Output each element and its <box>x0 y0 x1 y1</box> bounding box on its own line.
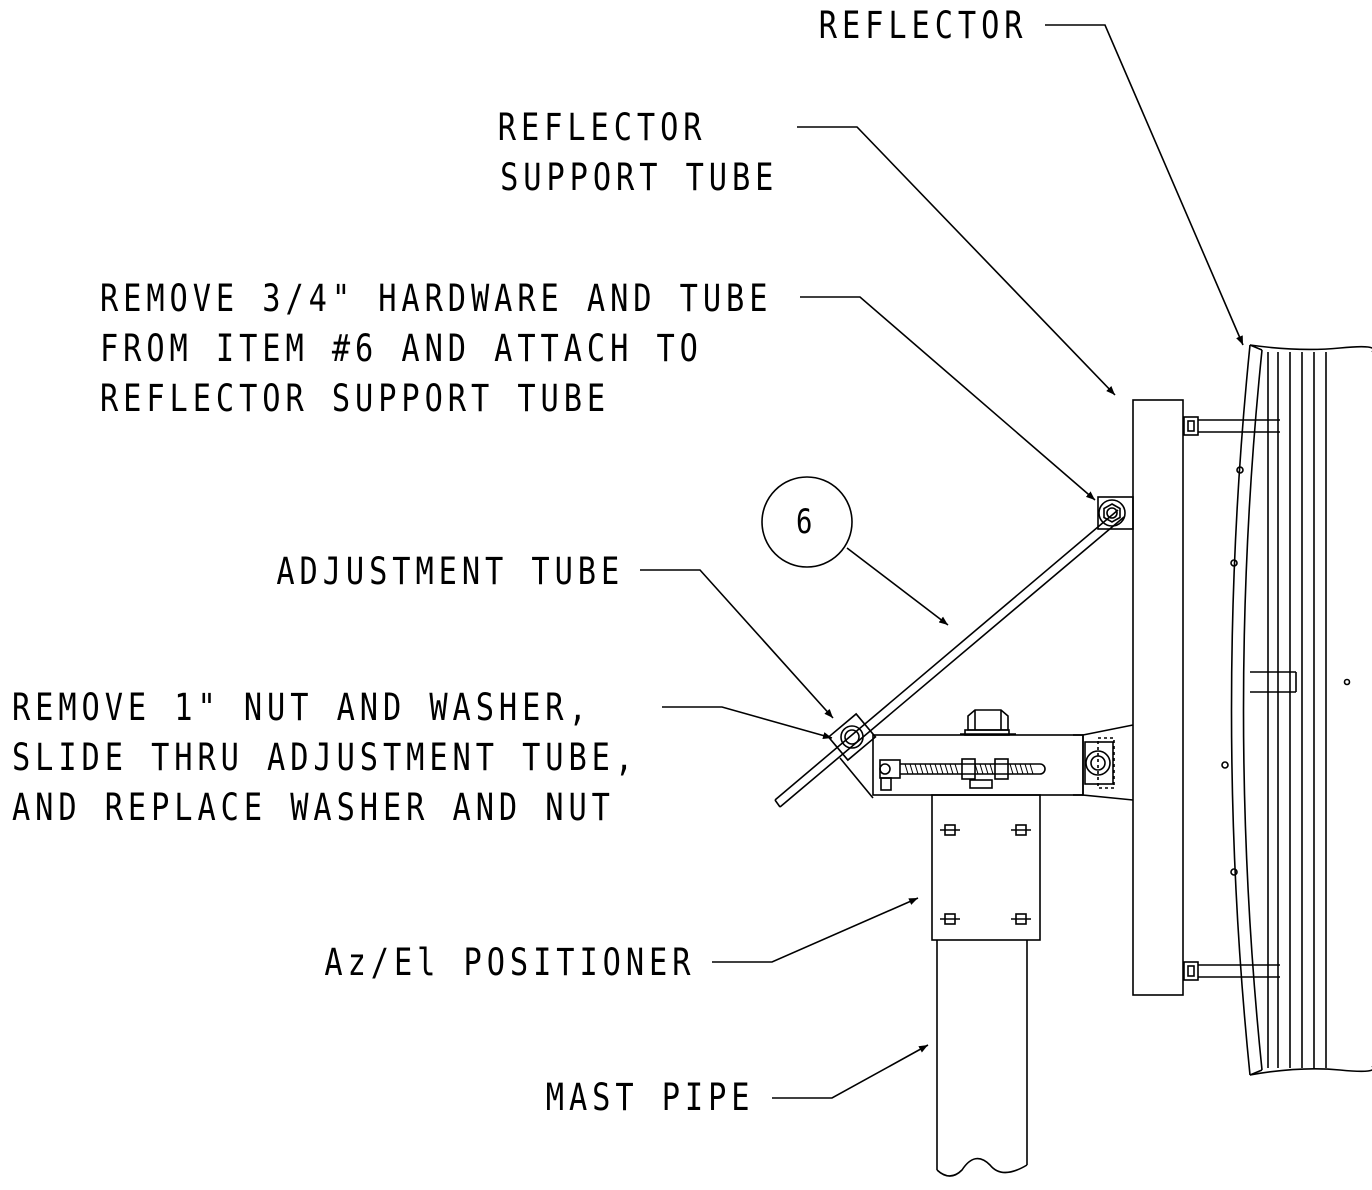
item-6-number: 6 <box>796 502 813 542</box>
label-remove-nut-1: REMOVE 1" NUT AND WASHER, <box>12 686 592 729</box>
mast-pipe <box>936 940 1028 1177</box>
reflector-dish <box>1221 344 1372 1076</box>
label-mast-pipe: MAST PIPE <box>545 1076 754 1119</box>
threaded-rod <box>879 758 1046 791</box>
label-adjustment-tube: ADJUSTMENT TUBE <box>276 550 624 593</box>
label-remove-nut-3: AND REPLACE WASHER AND NUT <box>12 786 615 829</box>
label-remove-hardware-2: FROM ITEM #6 AND ATTACH TO <box>100 327 703 370</box>
label-remove-nut-2: SLIDE THRU ADJUSTMENT TUBE, <box>12 736 639 779</box>
label-remove-hardware-1: REMOVE 3/4" HARDWARE AND TUBE <box>100 277 773 320</box>
label-reflector-support-tube-2: SUPPORT TUBE <box>499 156 778 199</box>
positioner-head <box>839 709 1084 799</box>
adjustment-tube <box>774 496 1134 808</box>
item-6-balloon <box>761 476 853 568</box>
label-positioner: Az/El POSITIONER <box>324 941 695 984</box>
label-reflector: REFLECTOR <box>818 4 1027 47</box>
label-remove-hardware-3: REFLECTOR SUPPORT TUBE <box>100 377 611 420</box>
support-bracket <box>1073 724 1134 801</box>
reflector-bolts <box>1183 416 1280 981</box>
positioner-body <box>931 794 1041 941</box>
leader-lines <box>640 24 1244 1099</box>
label-reflector-support-tube-1: REFLECTOR <box>497 106 706 149</box>
reflector-support-tube <box>1132 399 1184 996</box>
